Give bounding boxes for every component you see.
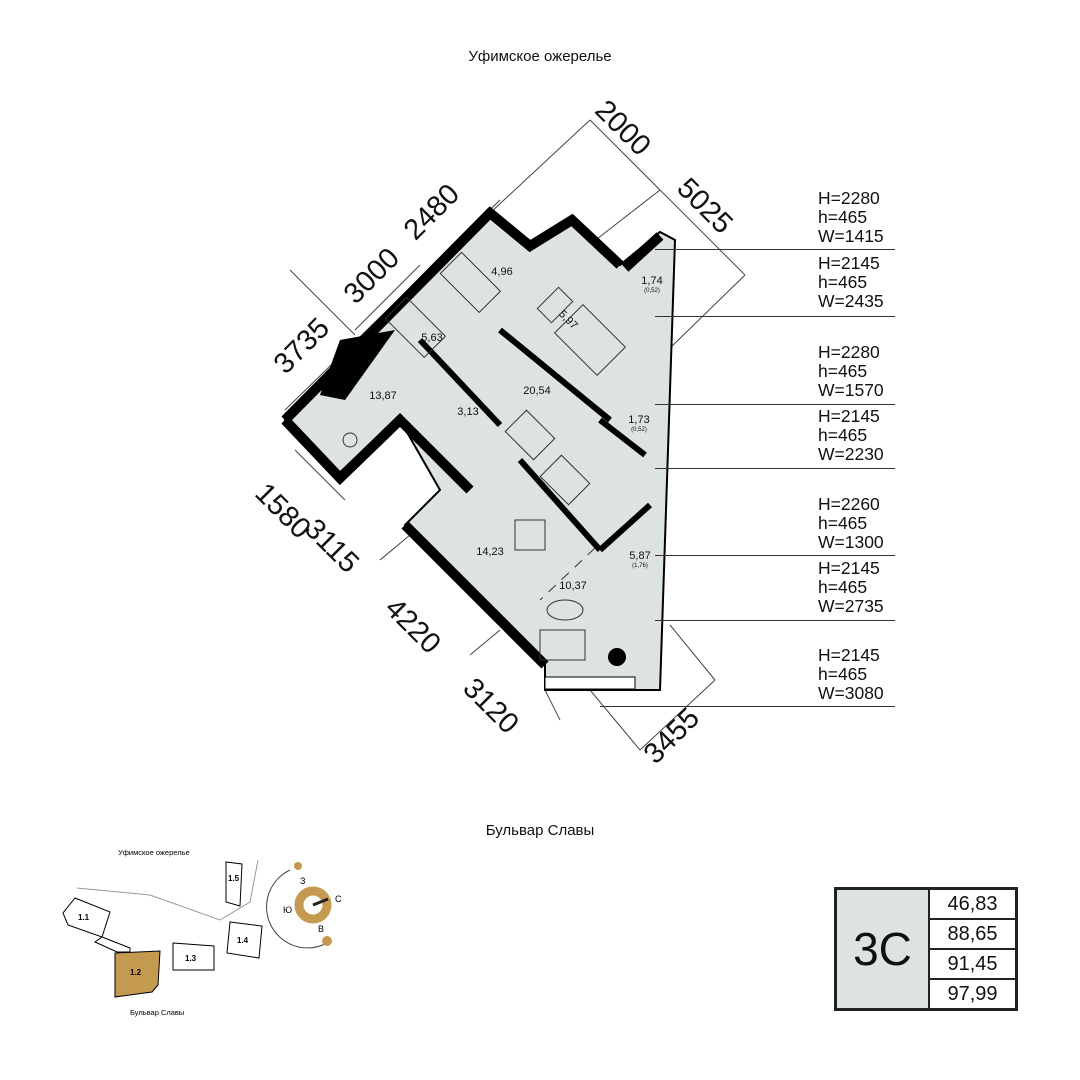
area-value: 91,45 (928, 948, 1018, 980)
walls (281, 206, 664, 669)
area-value: 88,65 (928, 918, 1018, 950)
area-value: 97,99 (928, 978, 1018, 1011)
apartment-type: 3С (834, 887, 930, 1011)
svg-text:Бульвар Славы: Бульвар Славы (130, 1008, 184, 1017)
building-1.2 (114, 950, 161, 998)
room-sub-area: (0,52) (644, 288, 660, 294)
svg-text:Уфимское ожерелье: Уфимское ожерелье (118, 848, 190, 857)
svg-text:1.5: 1.5 (228, 874, 240, 883)
svg-text:1.4: 1.4 (237, 936, 249, 945)
site-plan: 1.1 1.2 1.3 1.4 1.5 Уфимское ожерелье Бу… (62, 848, 342, 1017)
svg-text:В: В (318, 924, 324, 934)
room-sub-area: (1,76) (632, 563, 648, 569)
room-sub-area: (0,52) (631, 427, 647, 433)
area-value: 46,83 (928, 887, 1018, 920)
building-1.4 (226, 921, 263, 959)
room-area: 13,87 (369, 390, 397, 402)
dimension-lines (284, 119, 746, 751)
sun-icon (294, 862, 302, 870)
furniture (342, 251, 627, 661)
svg-text:С: С (335, 894, 342, 904)
street-bottom: Бульвар Славы (485, 822, 595, 839)
svg-text:1.3: 1.3 (185, 954, 197, 963)
compass-icon (294, 886, 332, 924)
room-area: 5,87 (629, 550, 651, 562)
building-1.5 (225, 861, 243, 907)
sun-icon (322, 936, 332, 946)
svg-text:1.2: 1.2 (130, 968, 142, 977)
room-area: 20,54 (523, 385, 551, 397)
room-area: 4,96 (491, 266, 513, 278)
room-area: 1,73 (628, 414, 650, 426)
building-1.3 (172, 942, 215, 971)
room-area: 1,74 (641, 275, 663, 287)
street-top: Уфимское ожерелье (468, 48, 612, 65)
room-area: 10,37 (559, 580, 587, 592)
svg-text:Ю: Ю (283, 905, 292, 915)
building-1.1 (62, 897, 111, 938)
svg-text:1.1: 1.1 (78, 913, 90, 922)
room-area: 3,13 (457, 406, 479, 418)
room-area: 5,63 (421, 332, 443, 344)
svg-text:З: З (300, 876, 305, 886)
room-area: 14,23 (476, 546, 504, 558)
